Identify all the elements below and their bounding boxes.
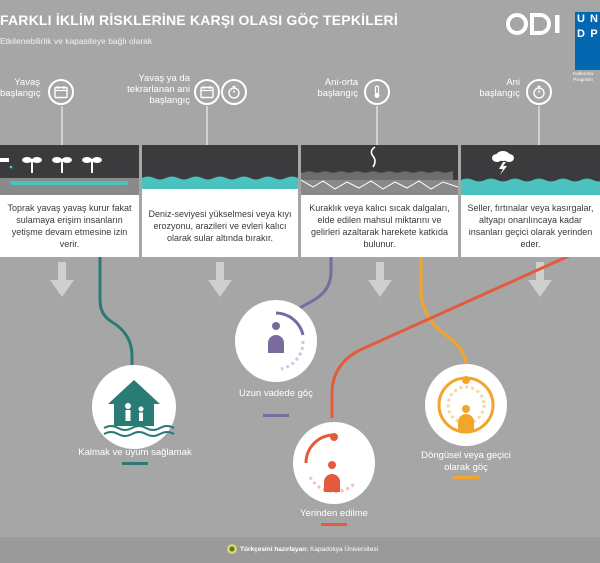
card-image-sea-level [142, 145, 298, 195]
person-cycle-icon [268, 311, 305, 371]
onset-label-4: Ani başlangıç [479, 77, 520, 99]
calendar-icon [48, 79, 74, 105]
stopwatch-icon [526, 79, 552, 105]
onset-label-3: Ani-orta başlangıç [317, 77, 358, 99]
outcome-underline-stay [122, 462, 148, 465]
risk-card-3: Kuraklık veya kalıcı sıcak dalgaları, el… [301, 195, 458, 257]
house-icon [103, 380, 175, 437]
page-subtitle: Etkilenebilirlik ve kapasiteye bağlı ola… [0, 36, 153, 46]
footer-prefix: Türkçesini hazırlayan: [240, 546, 309, 553]
flow-diagram [50, 106, 600, 504]
onset-label-1: Yavaş başlangıç [0, 77, 41, 99]
thermometer-icon [364, 79, 390, 105]
outcome-label-cyclical: Döngüsel veya geçici olarak göç [421, 450, 511, 473]
card-image-heat [301, 145, 458, 195]
risk-card-2: Deniz-seviyesi yükselmesi veya kıyı eroz… [142, 195, 298, 257]
footer-credit: Türkçesini hazırlayan: Kapadokya Ünivers… [240, 546, 378, 553]
undp-tagline: Kalkınma Programı [573, 72, 593, 83]
card-image-storm [461, 145, 600, 195]
outcome-label-stay: Kalmak ve uyum sağlamak [78, 447, 192, 458]
footer-bar [0, 537, 600, 563]
university-logo-icon [227, 544, 237, 554]
cyclical-migration-icon [437, 376, 495, 434]
storm-cloud-icon [492, 151, 514, 175]
risk-card-1: Toprak yavaş yavaş kurur fakat sulamaya … [0, 195, 139, 257]
outcome-underline-cyclical [453, 476, 479, 479]
outcome-label-long-term: Uzun vadede göç [239, 388, 313, 399]
undp-logo: U N D P [575, 12, 600, 70]
calendar-icon [194, 79, 220, 105]
odi-logo [506, 13, 560, 35]
onset-label-2: Yavaş ya da tekrarlanan ani başlangıç [127, 73, 190, 106]
page-title: FARKLI İKLİM RİSKLERİNE KARŞI OLASI GÖÇ … [0, 12, 398, 28]
stopwatch-icon [221, 79, 247, 105]
card-image-drought [0, 145, 139, 195]
risk-card-4: Seller, fırtınalar veya kasırgalar, alty… [461, 195, 600, 257]
outcome-underline-displacement [321, 523, 347, 526]
outcome-underline-long-term [263, 414, 289, 417]
displacement-cycle-icon [304, 433, 356, 494]
outcome-label-displacement: Yerinden edilme [300, 508, 368, 519]
footer-org: Kapadokya Üniversitesi [310, 546, 379, 553]
